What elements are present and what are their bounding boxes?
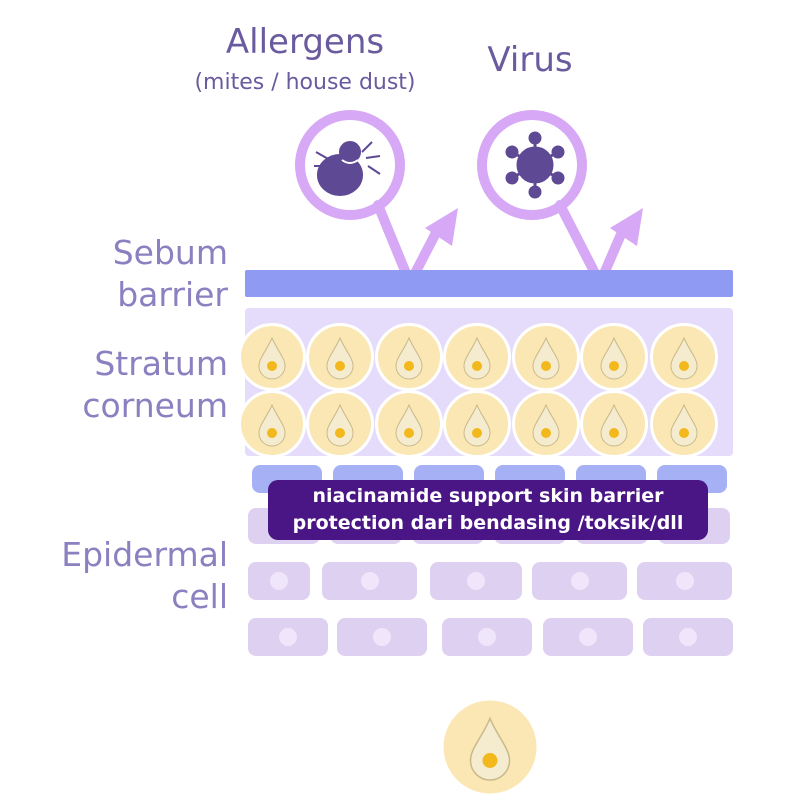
- epidermal-cell: [643, 618, 733, 656]
- allergens-subtitle: (mites / house dust): [194, 70, 416, 95]
- niacinamide-droplet-icon: [375, 390, 443, 458]
- virus-title: Virus: [487, 40, 573, 80]
- niacinamide-droplet-icon: [650, 323, 718, 391]
- epidermal-cell: [248, 562, 310, 600]
- epidermal-cell: [442, 618, 532, 656]
- niacinamide-droplet-icon: [443, 390, 511, 458]
- epidermal-cell: [543, 618, 633, 656]
- niacinamide-droplet-icon: [580, 390, 648, 458]
- epidermal-cell: [322, 562, 417, 600]
- allergens-title: Allergens: [225, 22, 385, 62]
- niacinamide-droplet-icon: [238, 323, 306, 391]
- stratum-label-line2: corneum: [82, 386, 228, 425]
- cell-nucleus: [373, 628, 391, 646]
- sebum-label-line2: barrier: [117, 275, 228, 314]
- cell-nucleus: [279, 628, 297, 646]
- epidermal-cell: [337, 618, 427, 656]
- niacinamide-droplet-icon: [306, 390, 374, 458]
- cell-nucleus: [467, 572, 485, 590]
- epidermal-cell: [532, 562, 627, 600]
- niacinamide-droplet-icon: [443, 323, 511, 391]
- cell-nucleus: [579, 628, 597, 646]
- epidermal-cell: [248, 618, 328, 656]
- niacinamide-droplet-icon: [650, 390, 718, 458]
- niacinamide-banner: niacinamide support skin barrier protect…: [268, 480, 708, 540]
- cell-nucleus: [360, 572, 379, 590]
- niacinamide-droplet-icon: [438, 695, 541, 798]
- niacinamide-droplet-icon: [512, 390, 580, 458]
- epidermal-label-line2: cell: [171, 577, 228, 616]
- stratum-label-line1: Stratum: [94, 344, 228, 383]
- threat-arrows: [295, 110, 643, 295]
- niacinamide-droplet-icon: [306, 323, 374, 391]
- banner-line1: niacinamide support skin barrier: [312, 485, 664, 507]
- virus-icon: [505, 131, 565, 199]
- epidermal-cell: [637, 562, 732, 600]
- sebum-barrier-layer: [245, 270, 733, 297]
- mite-icon: [314, 141, 381, 196]
- niacinamide-droplet-icon: [375, 323, 443, 391]
- niacinamide-droplet-icon: [580, 323, 648, 391]
- sebum-label-line1: Sebum: [112, 233, 228, 272]
- banner-line2: protection dari bendasing /toksik/dll: [292, 512, 684, 534]
- niacinamide-droplet-icon: [238, 390, 306, 458]
- cell-nucleus: [570, 572, 589, 590]
- cell-nucleus: [679, 628, 697, 646]
- cell-nucleus: [270, 572, 288, 590]
- niacinamide-droplet-icon: [512, 323, 580, 391]
- cell-nucleus: [675, 572, 694, 590]
- epidermal-cell: [430, 562, 522, 600]
- epidermal-label-line1: Epidermal: [61, 535, 228, 574]
- cell-nucleus: [478, 628, 496, 646]
